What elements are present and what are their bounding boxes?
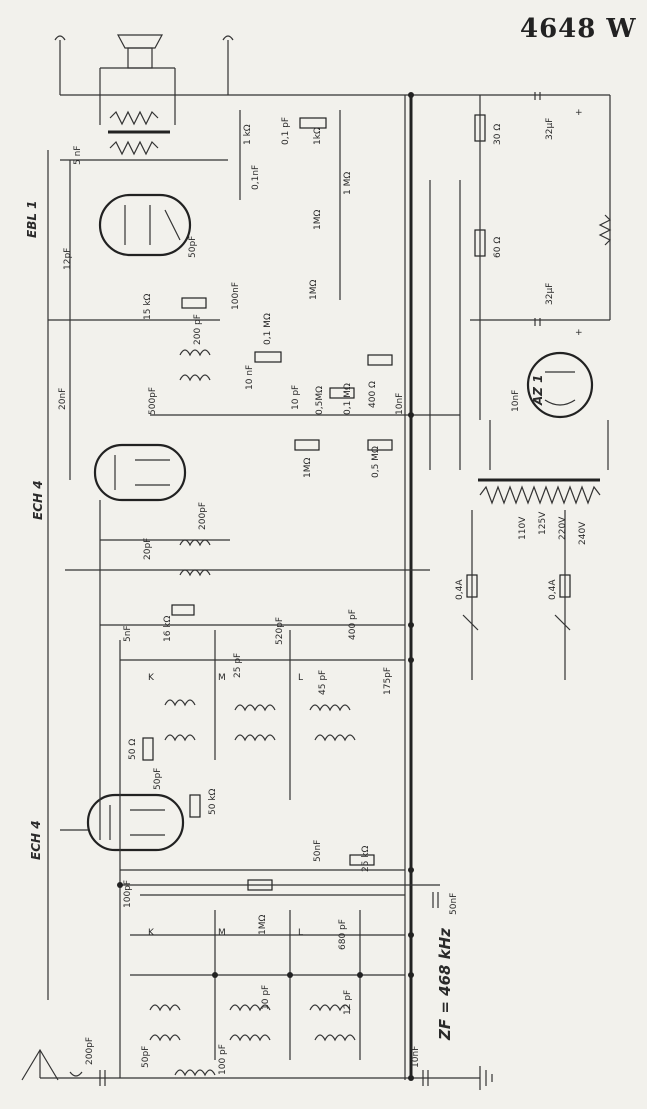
loudspeaker-icon <box>99 34 176 125</box>
lbl-c-10nf-c: 10nF <box>511 390 521 412</box>
lbl-r-60: 60 Ω <box>493 237 503 258</box>
lbl-band-m: M <box>218 673 226 683</box>
output-transformer-secondary <box>109 110 159 126</box>
tube-az1 <box>526 351 594 419</box>
lbl-c-01pf: 0,1 pF <box>281 117 291 145</box>
label-az1: AZ 1 <box>531 374 545 406</box>
lbl-c-12pf-b: 12 pF <box>343 990 353 1015</box>
lbl-c-12pf: 12pF <box>63 248 73 270</box>
lbl-band-k2: K <box>148 928 155 938</box>
lbl-band-m2: M <box>218 928 226 938</box>
lbl-fuse-b: 0,4A <box>548 579 558 600</box>
lbl-c-5nf-b: 5nF <box>123 625 133 642</box>
lbl-c-400pf: 400 pF <box>348 609 358 640</box>
lbl-c-100nf: 100nF <box>231 282 241 310</box>
lbl-r-1m-d: 1MΩ <box>303 458 313 478</box>
tube-ech4-rf <box>86 793 185 852</box>
label-ech4-if: ECH 4 <box>31 480 45 520</box>
lbl-r-16k: 16 kΩ <box>163 615 173 642</box>
lbl-c-50pf-c: 50pF <box>141 1046 151 1068</box>
tube-ebl1 <box>98 193 192 257</box>
lbl-r-1m: 1 MΩ <box>343 172 353 195</box>
tube-ech4-if <box>93 443 187 502</box>
model-title: 4648 W <box>520 14 637 44</box>
lbl-c-100pf: 100pF <box>123 880 133 908</box>
lbl-c-175pf: 175pF <box>383 667 393 695</box>
lbl-c-32uf-b: 32μF <box>545 283 555 305</box>
lbl-v240: 240V <box>578 521 588 545</box>
extension-speaker-socket-icon <box>222 35 234 41</box>
lbl-v220: 220V <box>558 516 568 540</box>
lbl-c-10nf-d: 10nF <box>411 1046 421 1068</box>
lbl-c-45pf: 45 pF <box>318 670 328 695</box>
lbl-c-25pf: 25 pF <box>233 653 243 678</box>
lbl-r-15k: 15 kΩ <box>143 293 153 320</box>
lbl-plus-a: + <box>575 108 583 118</box>
lbl-c-10nf-b: 10nF <box>395 393 405 415</box>
lbl-c-500pf: 500pF <box>148 387 158 415</box>
lbl-r-05m: 0,5MΩ <box>315 386 325 415</box>
lbl-c-10pf-b: 10 pF <box>261 985 271 1010</box>
lbl-c-20nf: 20nF <box>58 388 68 410</box>
lbl-r-1m-c: 1MΩ <box>309 280 319 300</box>
field-coil <box>598 214 612 246</box>
aerial-socket-bottom-icon <box>69 1071 83 1077</box>
lbl-r-1m-e: 1MΩ <box>258 915 268 935</box>
lbl-c-50nf-b: 50nF <box>449 893 459 915</box>
lbl-c-520pf: 520pF <box>275 617 285 645</box>
lbl-r-25k: 25 kΩ <box>361 845 371 872</box>
lbl-v125: 125V <box>538 511 548 535</box>
lbl-plus-b: + <box>575 328 583 338</box>
lbl-r-1k: 1 kΩ <box>243 124 253 145</box>
if-frequency-note: ZF = 468 kHz <box>436 928 454 1041</box>
lbl-c-10pf: 10 pF <box>291 385 301 410</box>
lbl-r-400: 400 Ω <box>368 381 378 408</box>
aerial-socket-icon <box>54 35 66 41</box>
lbl-c-100pf-b: 100 pF <box>218 1044 228 1075</box>
lbl-r-05m-b: 0,5 MΩ <box>371 446 381 478</box>
lbl-r-30: 30 Ω <box>493 124 503 145</box>
earth-ground-icon <box>479 1066 493 1090</box>
lbl-band-l: L <box>298 673 303 683</box>
lbl-c-01nf: 0,1nF <box>251 165 261 190</box>
lbl-c-200pf-b: 200pF <box>198 502 208 530</box>
lbl-c-50pf: 50pF <box>188 236 198 258</box>
lbl-fuse-a: 0,4A <box>455 579 465 600</box>
mains-transformer <box>479 485 601 505</box>
lbl-v110: 110V <box>518 516 528 540</box>
lbl-r-1k-b: 1kΩ <box>313 127 323 145</box>
lbl-c-5nf: 5 nF <box>73 146 83 165</box>
lbl-r-01m-b: 0,1 MΩ <box>343 383 353 415</box>
lbl-c-200pf-c: 200pF <box>85 1037 95 1065</box>
lbl-c-680pf: 680 pF <box>338 919 348 950</box>
lbl-c-10nf-a: 10 nF <box>245 365 255 390</box>
lbl-c-200pf: 200 pF <box>193 314 203 345</box>
lbl-r-1m-b: 1MΩ <box>313 210 323 230</box>
lbl-r-50k: 50 kΩ <box>208 788 218 815</box>
label-ebl1: EBL 1 <box>25 200 39 238</box>
lbl-band-k: K <box>148 673 155 683</box>
output-transformer-primary <box>109 140 159 156</box>
label-ech4-rf: ECH 4 <box>29 820 43 860</box>
lbl-band-l2: L <box>298 928 303 938</box>
lbl-c-20pf: 20pF <box>143 538 153 560</box>
lbl-c-50nf: 50nF <box>313 840 323 862</box>
lbl-c-50pf-b: 50pF <box>153 768 163 790</box>
lbl-r-01m: 0,1 MΩ <box>263 313 273 345</box>
lbl-c-32uf-a: 32μF <box>545 118 555 140</box>
lbl-r-50: 50 Ω <box>128 739 138 760</box>
